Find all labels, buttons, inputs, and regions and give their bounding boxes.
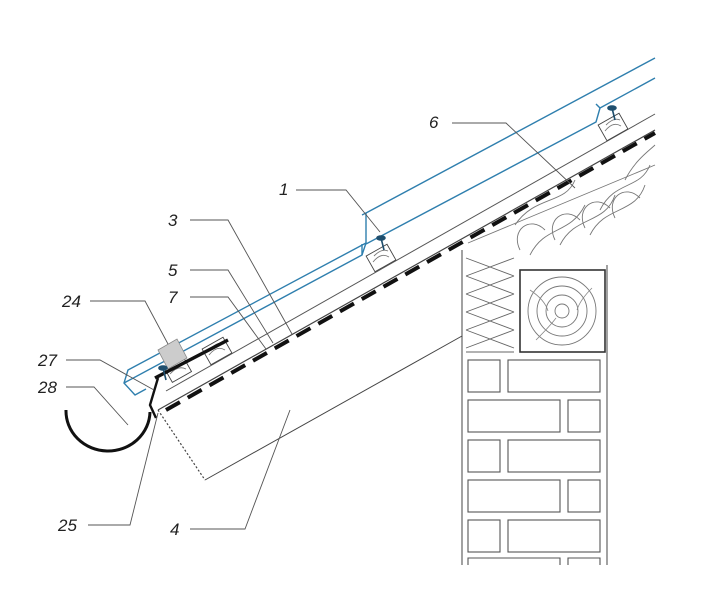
screw-icon <box>376 235 386 251</box>
leader-3 <box>190 219 293 335</box>
drip-edge <box>148 377 160 419</box>
brick <box>567 399 601 433</box>
leader-6 <box>452 122 576 189</box>
eave-detail <box>148 338 229 419</box>
callout-5: 5 <box>168 261 178 280</box>
callout-7: 7 <box>168 288 178 307</box>
rafter-insulation <box>467 144 656 256</box>
screw-icon <box>607 105 617 121</box>
callout-27: 27 <box>37 351 57 370</box>
rain-gutter <box>64 409 152 453</box>
roof-sheet-eave-drip <box>123 382 147 396</box>
fixing-screws <box>158 105 617 381</box>
brick <box>507 359 601 393</box>
brick <box>467 479 561 513</box>
wall-top-insulation <box>465 257 515 353</box>
brick <box>567 479 601 513</box>
wall-plate-timber <box>519 269 606 353</box>
batten <box>597 112 629 142</box>
callout-labels: 1 6 3 5 7 24 27 28 25 4 <box>37 113 439 539</box>
rafter-end-cut <box>157 409 206 481</box>
screw-icon <box>158 365 168 381</box>
callout-4: 4 <box>170 520 179 539</box>
leader-24 <box>90 300 169 345</box>
brick <box>507 519 601 553</box>
leader-5 <box>190 269 274 344</box>
underlay-membrane <box>165 131 656 412</box>
brick <box>467 359 501 393</box>
brick <box>467 399 561 433</box>
leader-28 <box>66 386 129 426</box>
leader-4 <box>190 409 291 530</box>
callout-28: 28 <box>37 378 57 397</box>
roof-sheet-step-upper <box>595 103 601 109</box>
brick-wall <box>461 250 608 565</box>
rafter-top-edge <box>157 129 656 411</box>
callout-1: 1 <box>279 180 288 199</box>
leader-25 <box>88 412 159 526</box>
batten <box>365 243 397 273</box>
leader-27 <box>66 359 155 391</box>
brick <box>467 439 501 473</box>
roof-sheet-step-middle <box>361 212 367 243</box>
eave-flashing <box>154 338 229 380</box>
brick <box>507 439 601 473</box>
rafter-bottom-edge <box>204 335 463 481</box>
brick <box>467 557 561 565</box>
brick <box>467 519 501 553</box>
brick <box>567 557 601 565</box>
roof-sheet-upper <box>365 57 656 245</box>
metal-roof-sheets <box>123 57 656 396</box>
callout-25: 25 <box>57 516 77 535</box>
callout-6: 6 <box>429 113 439 132</box>
rafter <box>157 129 656 481</box>
leader-7 <box>190 296 267 350</box>
leader-1 <box>296 189 381 233</box>
ventilation-strip <box>157 338 188 370</box>
callout-24: 24 <box>61 292 81 311</box>
leader-lines <box>66 122 576 530</box>
counter-batten <box>165 113 656 392</box>
callout-3: 3 <box>168 211 178 230</box>
